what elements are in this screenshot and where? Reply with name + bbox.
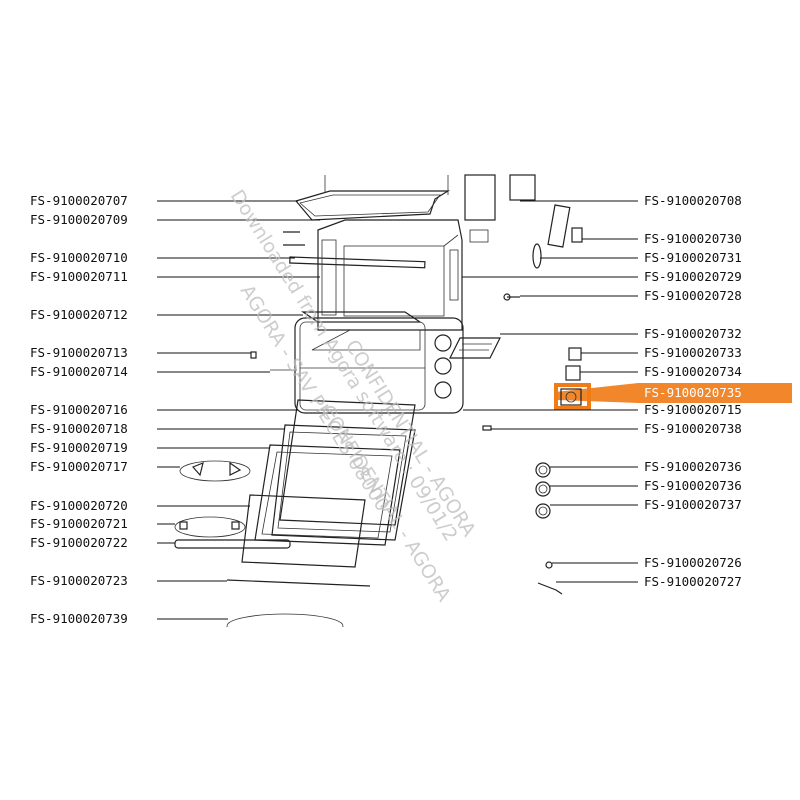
part-label-right: FS-9100020738 xyxy=(644,421,742,436)
part-label-right-highlighted: FS-9100020735 xyxy=(644,385,742,400)
part-label-right: FS-9100020736 xyxy=(644,478,742,493)
watermark-line: CONFIDENTIAL - AGORA xyxy=(341,336,480,540)
oven-parts-drawing xyxy=(174,174,583,639)
highlight-marker xyxy=(554,383,792,410)
part-label-left: FS-9100020709 xyxy=(30,212,128,227)
part-label-left: FS-9100020710 xyxy=(30,250,128,265)
part-label-left: FS-9100020714 xyxy=(30,364,128,379)
right-callouts: FS-9100020708 FS-9100020730 FS-910002073… xyxy=(462,193,742,589)
part-label-right: FS-9100020727 xyxy=(644,574,742,589)
part-label-left: FS-9100020711 xyxy=(30,269,128,284)
part-label-right: FS-9100020737 xyxy=(644,497,742,512)
watermark-line: Downloaded from Agora software : 09/01/2 xyxy=(226,186,462,545)
part-label-left: FS-9100020721 xyxy=(30,516,128,531)
part-label-right: FS-9100020708 xyxy=(644,193,742,208)
part-label-right: FS-9100020726 xyxy=(644,555,742,570)
part-label-right: FS-9100020734 xyxy=(644,364,742,379)
part-label-left: FS-9100020720 xyxy=(30,498,128,513)
confidential-watermark: Downloaded from Agora software : 09/01/2… xyxy=(226,186,480,605)
part-label-left: FS-9100020719 xyxy=(30,440,128,455)
left-callouts: FS-9100020707 FS-9100020709 FS-910002071… xyxy=(30,193,320,626)
part-label-left: FS-9100020707 xyxy=(30,193,128,208)
part-label-right: FS-9100020731 xyxy=(644,250,742,265)
part-label-left: FS-9100020713 xyxy=(30,345,128,360)
part-label-left: FS-9100020739 xyxy=(30,611,128,626)
part-label-left: FS-9100020717 xyxy=(30,459,128,474)
part-label-right: FS-9100020736 xyxy=(644,459,742,474)
part-label-left: FS-9100020716 xyxy=(30,402,128,417)
part-label-right: FS-9100020733 xyxy=(644,345,742,360)
part-label-right: FS-9100020732 xyxy=(644,326,742,341)
part-label-left: FS-9100020718 xyxy=(30,421,128,436)
part-label-right: FS-9100020730 xyxy=(644,231,742,246)
part-label-left: FS-9100020712 xyxy=(30,307,128,322)
part-label-right: FS-9100020715 xyxy=(644,402,742,417)
part-label-right: FS-9100020728 xyxy=(644,288,742,303)
part-label-left: FS-9100020722 xyxy=(30,535,128,550)
part-label-right: FS-9100020729 xyxy=(644,269,742,284)
part-label-left: FS-9100020723 xyxy=(30,573,128,588)
